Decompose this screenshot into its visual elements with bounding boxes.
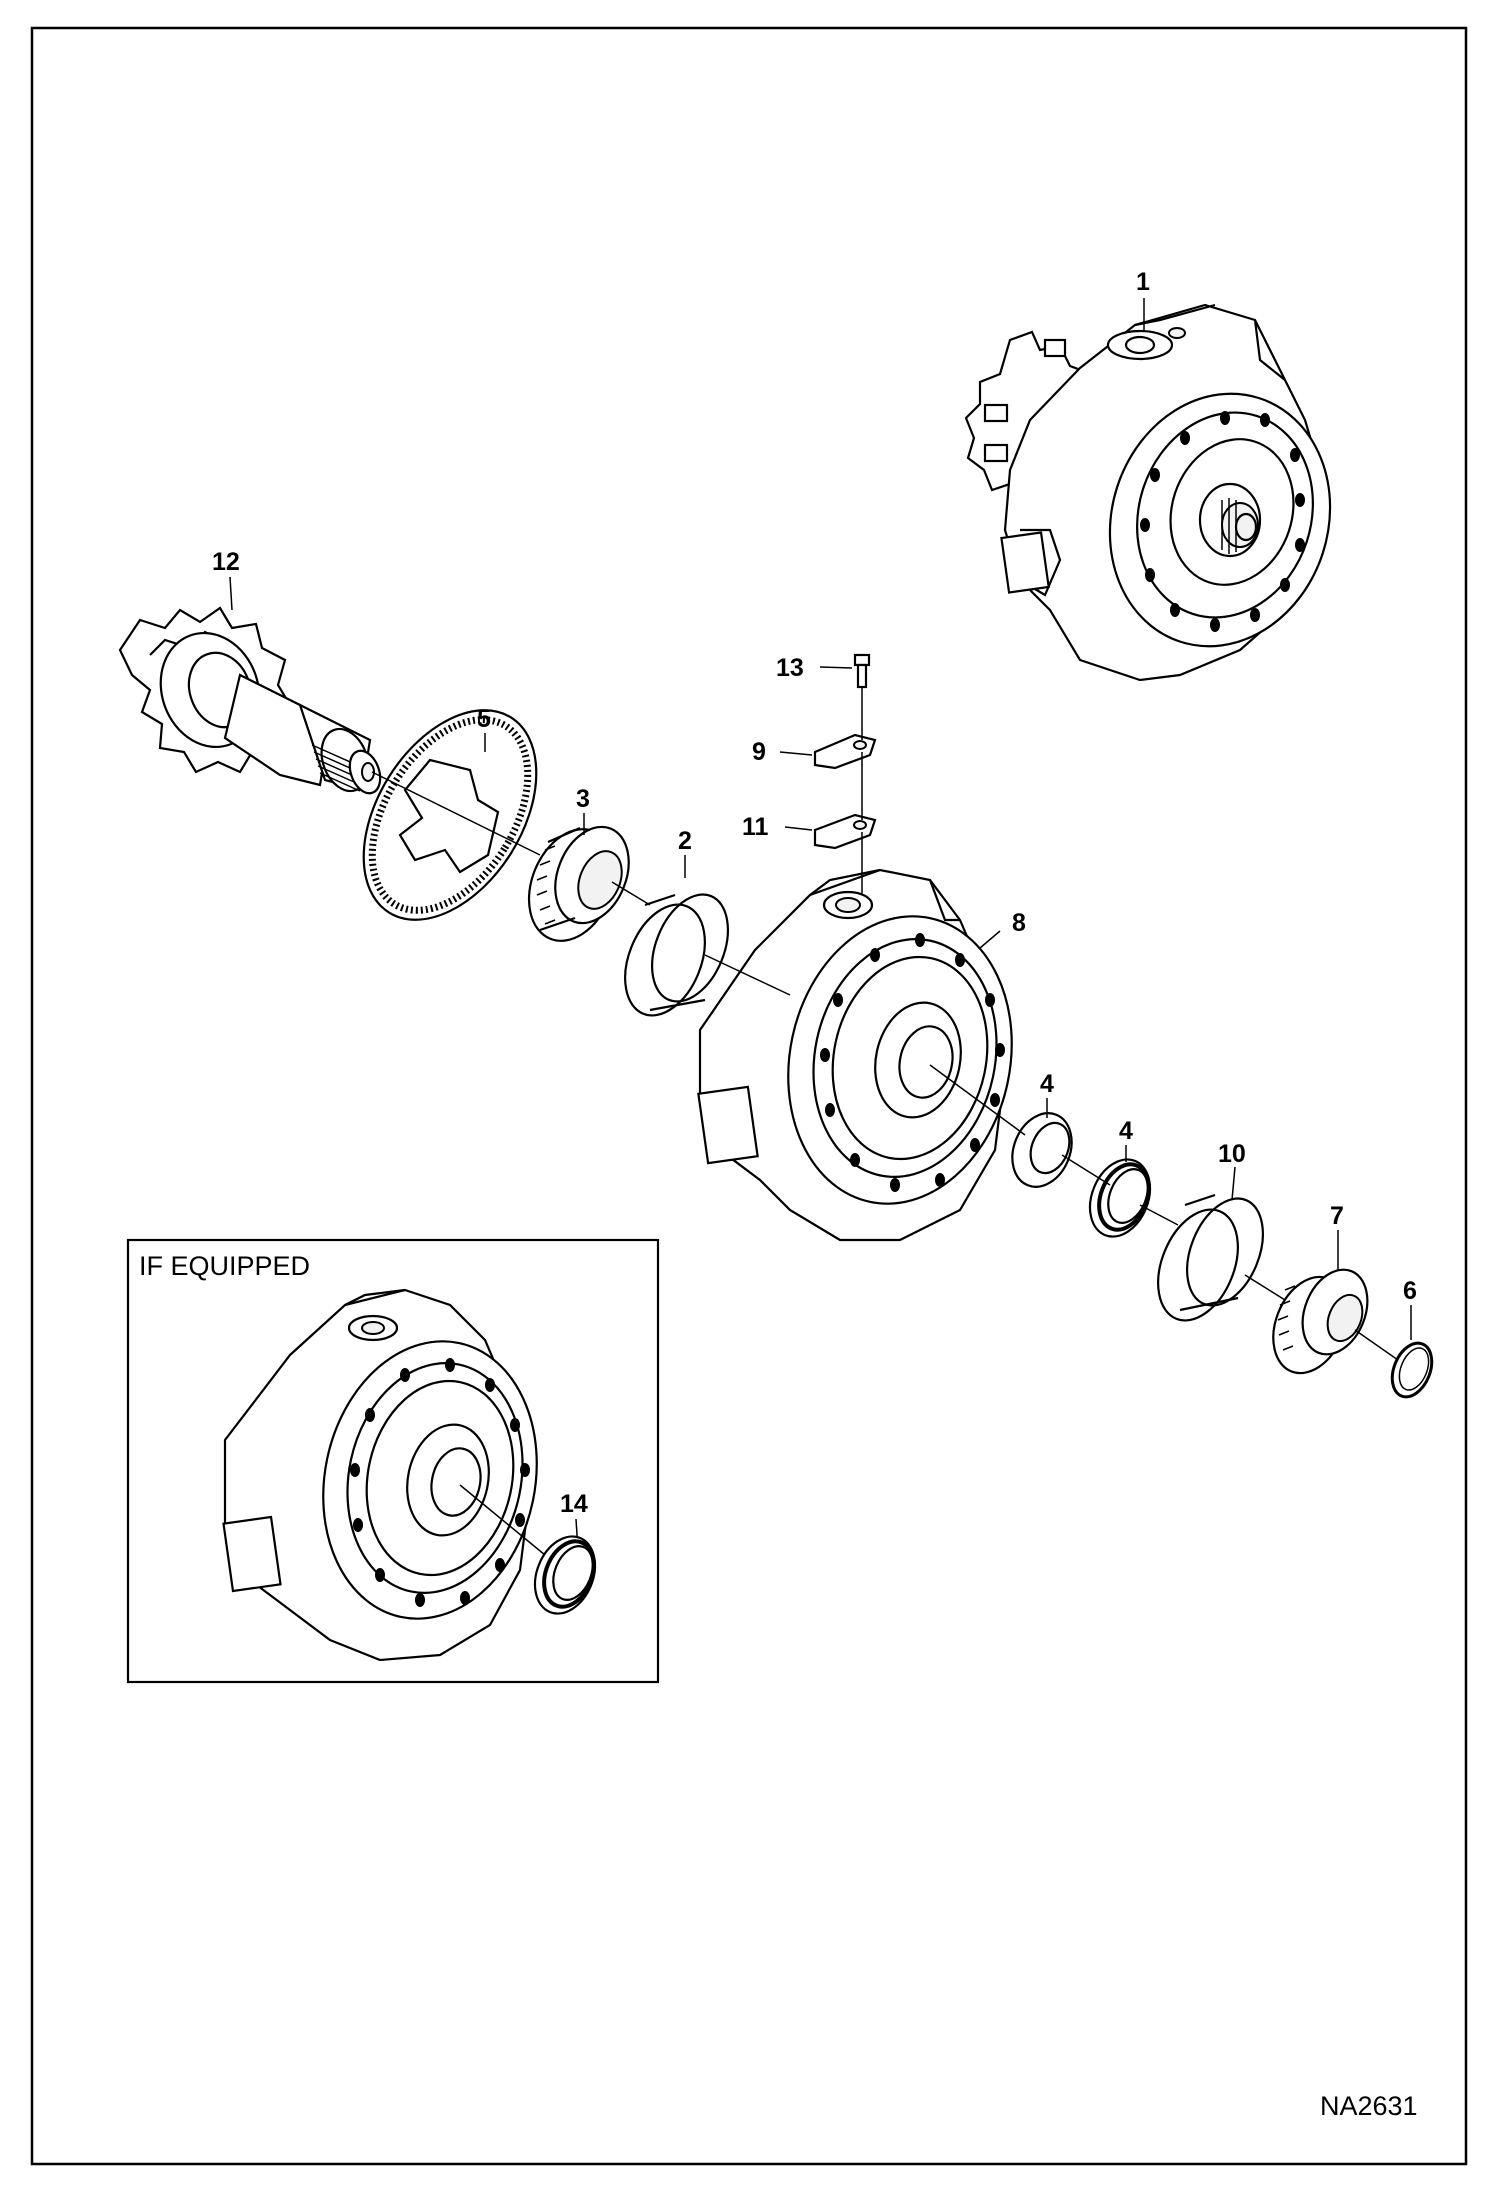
callout-8: 8 xyxy=(1012,909,1026,937)
bearing-cone-part-7 xyxy=(1272,1268,1369,1375)
housing-part-8 xyxy=(697,868,1013,1242)
callout-11: 11 xyxy=(742,813,769,841)
callout-7: 7 xyxy=(1330,1202,1344,1230)
callout-10: 10 xyxy=(1218,1140,1246,1168)
callout-6: 6 xyxy=(1403,1277,1417,1305)
page-border xyxy=(30,26,1468,2166)
seal-part-4-first xyxy=(1011,1112,1073,1188)
gasket-part-11 xyxy=(813,813,877,850)
cover-plate-part-9 xyxy=(813,733,877,770)
callout-4-second: 4 xyxy=(1119,1117,1133,1145)
inset-border xyxy=(126,1238,660,1684)
callout-2: 2 xyxy=(678,827,692,855)
bearing-cone-part-3 xyxy=(527,825,630,942)
callout-12: 12 xyxy=(212,548,240,576)
callout-13: 13 xyxy=(776,654,804,682)
final-drive-assembly-part-1 xyxy=(964,303,1332,682)
callout-leaders xyxy=(229,298,1412,1551)
bearing-cup-part-2 xyxy=(624,893,729,1017)
inset-title: IF EQUIPPED xyxy=(139,1251,310,1281)
callout-5: 5 xyxy=(477,705,491,733)
callout-1: 1 xyxy=(1136,268,1150,296)
callout-4-first: 4 xyxy=(1040,1070,1054,1098)
assembly-axis-lines xyxy=(371,687,1399,1361)
figure-id: NA2631 xyxy=(1320,2091,1418,2121)
ring-gear-part-5 xyxy=(362,709,538,921)
bearing-cup-part-10 xyxy=(1157,1193,1264,1322)
snap-ring-part-6 xyxy=(1390,1341,1434,1399)
seal-part-14 xyxy=(533,1535,597,1615)
callout-9: 9 xyxy=(752,738,766,766)
inset-housing xyxy=(222,1288,538,1662)
callout-3: 3 xyxy=(576,785,590,813)
callout-labels: 1 2 3 4 4 5 6 7 8 9 10 11 12 13 14 xyxy=(212,268,1417,1518)
callout-14: 14 xyxy=(560,1490,588,1518)
inset-axis-line xyxy=(459,1484,546,1556)
inset-if-equipped: IF EQUIPPED xyxy=(126,1238,660,1684)
seal-part-4-second xyxy=(1088,1158,1152,1238)
sprocket-shaft-part-12 xyxy=(118,606,382,795)
bolt-part-13 xyxy=(853,653,871,689)
